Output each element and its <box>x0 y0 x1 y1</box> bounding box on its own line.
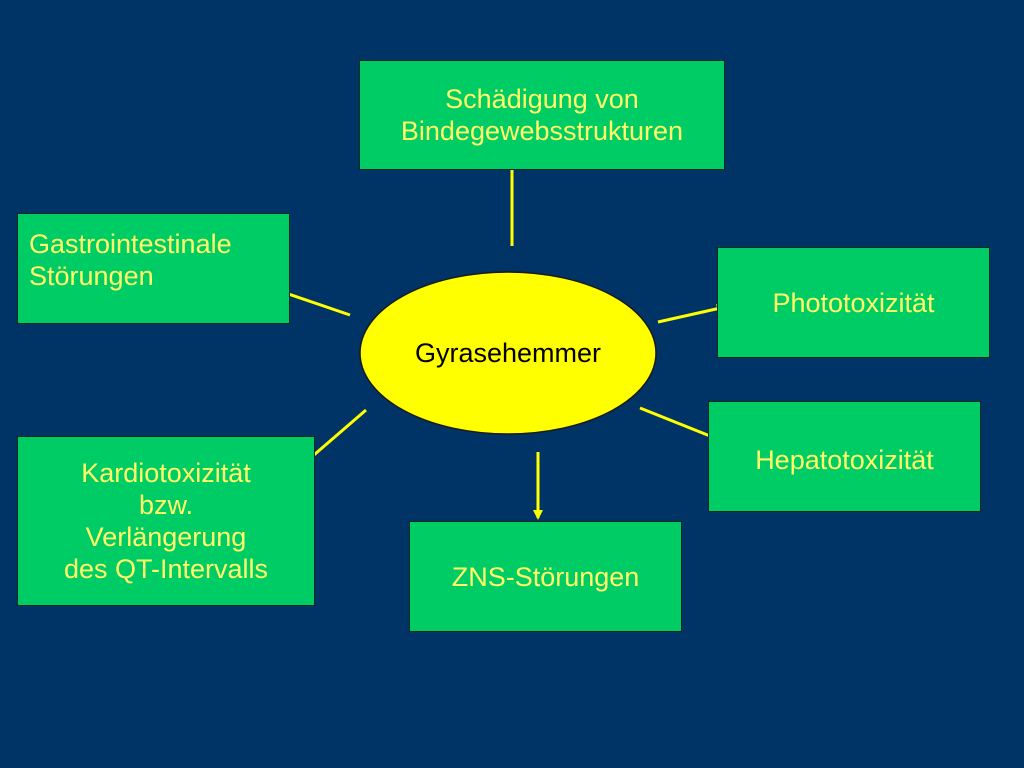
box-kardio: Kardiotoxizität bzw. Verlängerung des QT… <box>17 436 315 606</box>
box-zns: ZNS-Störungen <box>409 521 682 632</box>
center-node-label: Gyrasehemmer <box>414 337 602 368</box>
box-gastro: Gastrointestinale Störungen <box>17 213 290 324</box>
box-photo: Phototoxizität <box>717 247 990 358</box>
box-bindegewebe: Schädigung von Bindegewebsstrukturen <box>359 60 725 170</box>
box-hepato: Hepatotoxizität <box>708 401 981 512</box>
arrow-to-photo <box>657 303 727 324</box>
center-node-ellipse <box>359 271 657 435</box>
